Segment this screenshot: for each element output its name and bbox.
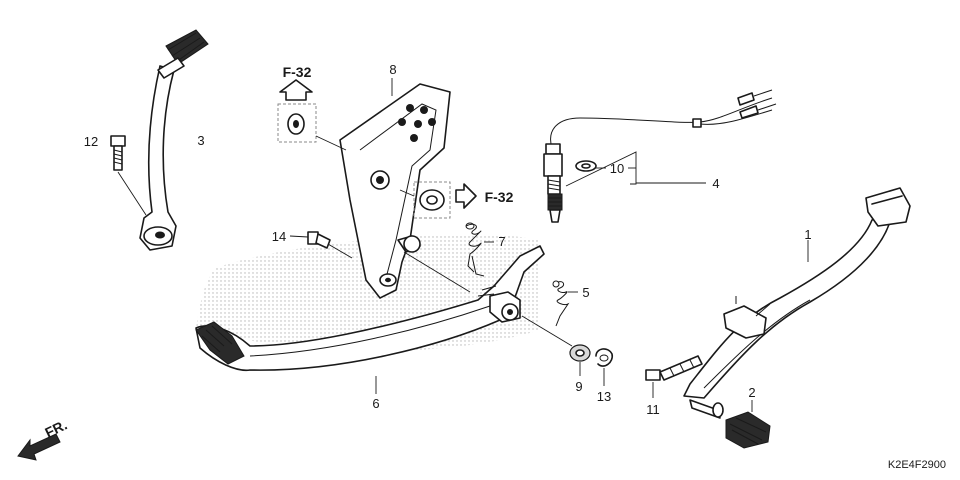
callout-8: 8 [389,62,396,77]
arrow-up-icon [279,79,313,101]
gearshift-pedal[interactable] [139,29,209,251]
ref-box-top [277,103,347,151]
washer-part-9[interactable] [569,344,591,362]
bracket-part-8[interactable] [339,83,451,299]
spring-part-7[interactable] [465,222,485,277]
callout-13: 13 [597,389,611,404]
front-direction-indicator [17,433,61,461]
callout-2: 2 [748,385,755,400]
spring-part-5[interactable] [552,280,570,327]
brake-pedal-part-1[interactable] [683,187,911,399]
brake-switch-part-4[interactable] [543,89,777,223]
callout-14: 14 [272,229,286,244]
nut-part-10[interactable] [575,160,597,172]
ref-box-right [399,181,451,219]
callout-11: 11 [646,402,660,417]
rubber-pad-part-2[interactable] [689,399,771,449]
bolt-part-11[interactable] [645,355,703,381]
callout-10: 10 [610,161,624,176]
drawing-code: K2E4F2900 [888,459,946,471]
callout-12: 12 [84,134,98,149]
callout-9: 9 [575,379,582,394]
ref-label-top: F-32 [283,64,312,80]
callout-3: 3 [197,133,204,148]
callout-7: 7 [498,234,505,249]
ref-label-right: F-32 [485,189,514,205]
clip-part-13[interactable] [595,348,614,367]
bolt-part-12[interactable] [110,135,126,171]
callout-1: 1 [804,227,811,242]
front-arrow-icon [17,433,61,461]
brake-pedal-pad-part-6[interactable] [195,321,245,365]
callout-4: 4 [712,176,719,191]
front-arrow-label: FR. [42,416,69,440]
callout-5: 5 [582,285,589,300]
bolt-part-14[interactable] [307,231,331,249]
callout-6: 6 [372,396,379,411]
arrow-right-icon [455,183,477,209]
